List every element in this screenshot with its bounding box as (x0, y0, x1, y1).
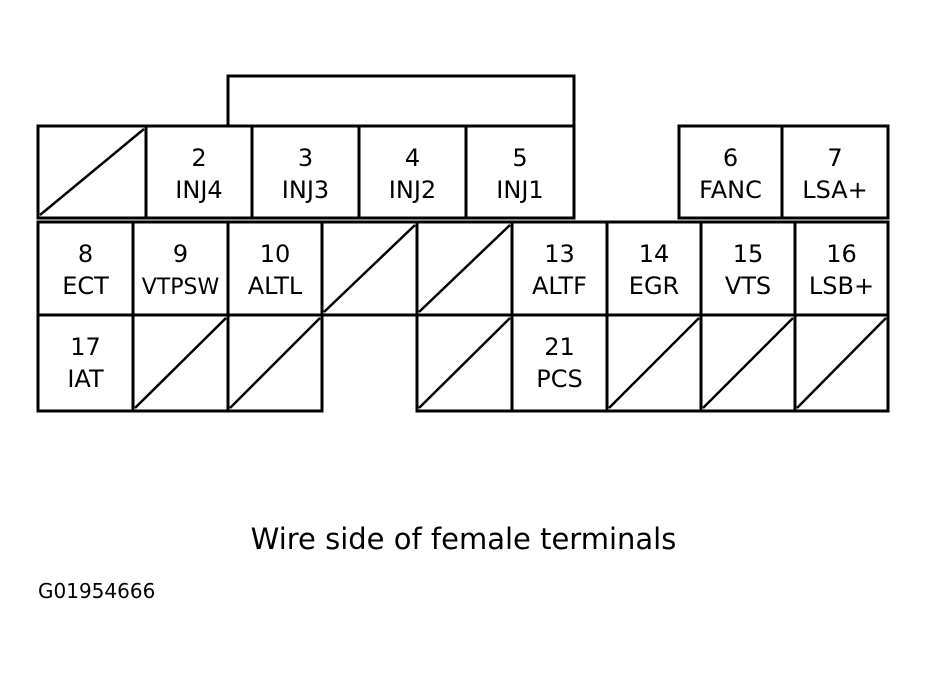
unused-terminal-slash (134, 317, 227, 409)
terminal-cell-6 (677, 124, 784, 220)
diagram-caption: Wire side of female terminals (250, 522, 677, 556)
terminal-cell-7 (780, 124, 890, 220)
terminal-signal-label: EGR (629, 272, 679, 300)
terminal-number: 3 (298, 144, 313, 172)
terminal-number: 14 (639, 240, 670, 268)
terminal-number: 17 (70, 333, 101, 361)
terminal-signal-label: VTPSW (142, 275, 220, 300)
terminal-signal-label: ALTL (248, 272, 303, 300)
unused-terminal-slash (418, 224, 511, 313)
terminal-signal-label: FANC (699, 176, 762, 204)
terminal-signal-label: ALTF (532, 272, 587, 300)
terminal-signal-label: INJ2 (389, 176, 436, 204)
terminal-signal-label: LSA+ (802, 176, 868, 204)
figure-id: G01954666 (38, 579, 156, 603)
unused-terminal-slash (229, 317, 321, 409)
terminal-number: 5 (512, 144, 527, 172)
terminal-cell-14 (605, 220, 703, 317)
terminal-cell-15 (699, 220, 797, 317)
terminal-number: 21 (544, 333, 575, 361)
terminal-number: 9 (173, 240, 188, 268)
terminal-cell-10 (226, 220, 324, 317)
terminal-signal-label: IAT (67, 365, 104, 393)
terminal-number: 10 (260, 240, 291, 268)
terminal-cell-3 (250, 124, 361, 220)
terminal-cell-5 (464, 124, 576, 220)
connector-lock-tab (226, 74, 576, 128)
terminal-number: 4 (405, 144, 420, 172)
terminal-number: 2 (191, 144, 206, 172)
terminal-number: 16 (826, 240, 857, 268)
terminal-signal-label: LSB+ (809, 272, 874, 300)
terminal-number: 13 (544, 240, 575, 268)
terminal-cell-8 (36, 220, 135, 317)
terminal-cell-4 (357, 124, 468, 220)
terminal-number: 15 (733, 240, 764, 268)
terminal-cell-17 (36, 313, 135, 413)
terminal-signal-label: INJ1 (496, 176, 543, 204)
terminal-signal-label: PCS (536, 365, 582, 393)
terminal-cell-2 (144, 124, 254, 220)
terminal-signal-label: INJ4 (175, 176, 222, 204)
unused-terminal-slash (796, 317, 887, 409)
unused-terminal-slash (39, 128, 145, 216)
terminal-signal-label: ECT (62, 272, 109, 300)
unused-terminal-slash (418, 317, 511, 409)
terminal-number: 7 (827, 144, 842, 172)
terminal-cell-16 (793, 220, 890, 317)
unused-terminal-slash (608, 317, 700, 409)
unused-terminal-slash (323, 224, 416, 313)
unused-terminal-slash (702, 317, 794, 409)
terminal-cell-9 (131, 220, 230, 317)
terminal-signal-label: INJ3 (282, 176, 329, 204)
terminal-number: 8 (78, 240, 93, 268)
terminal-signal-label: VTS (725, 272, 771, 300)
terminal-number: 6 (723, 144, 738, 172)
terminal-cell-21 (510, 313, 609, 413)
terminal-cell-13 (510, 220, 609, 317)
